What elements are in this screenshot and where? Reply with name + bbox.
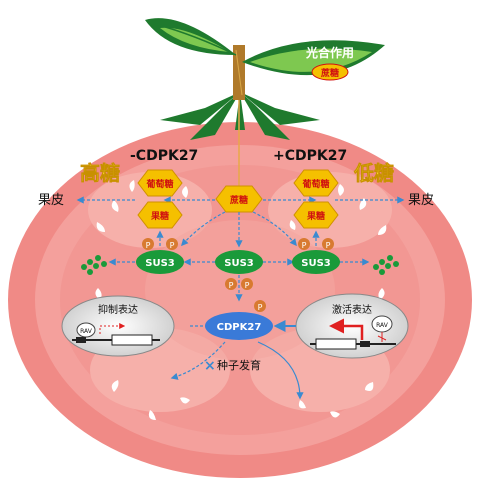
seed-development-label: 种子发育 [217, 358, 261, 372]
svg-text:P: P [302, 241, 307, 250]
photosynthesis-label: 光合作用 [305, 45, 354, 60]
minus-cdpk-label: -CDPK27 [130, 148, 198, 164]
high-sugar-label: 高糖 [80, 161, 120, 185]
svg-text:RAV: RAV [80, 328, 93, 335]
svg-text:SUS3: SUS3 [224, 258, 254, 269]
svg-text:P: P [146, 241, 151, 250]
svg-text:葡萄糖: 葡萄糖 [301, 178, 329, 190]
plus-cdpk-label: +CDPK27 [273, 148, 347, 164]
seed [129, 180, 135, 192]
svg-text:激活表达: 激活表达 [332, 303, 372, 316]
svg-text:SUS3: SUS3 [301, 258, 331, 269]
sus3-right: P P SUS3 [292, 238, 340, 274]
seeds [95, 180, 387, 420]
svg-text:果糖: 果糖 [306, 210, 325, 222]
sus3-left: P P SUS3 [136, 238, 184, 274]
seed [111, 200, 119, 212]
peel-left-label: 果皮 [38, 193, 64, 208]
seed [289, 220, 296, 230]
seed [365, 382, 374, 391]
glucose-left: 葡萄糖 [137, 169, 183, 197]
sucrose-leaf-badge: 蔗糖 [311, 63, 349, 81]
calyx [160, 45, 320, 140]
cdpk27: P CDPK27 [205, 300, 273, 340]
svg-text:抑制表达: 抑制表达 [98, 303, 138, 316]
leaf-left [145, 18, 237, 56]
svg-text:RAV: RAV [376, 322, 389, 329]
svg-text:P: P [229, 281, 234, 290]
seed-arrows [170, 341, 304, 400]
glucose-right: 葡萄糖 [293, 169, 339, 197]
svg-text:P: P [170, 241, 175, 250]
svg-text:果糖: 果糖 [150, 210, 169, 222]
x-mark: × [204, 358, 216, 374]
svg-text:P: P [245, 281, 250, 290]
seed [111, 380, 119, 392]
flow-arrows [108, 211, 370, 330]
dots-left [81, 255, 107, 275]
svg-text:葡萄糖: 葡萄糖 [145, 178, 173, 190]
svg-text:P: P [326, 241, 331, 250]
seed [298, 400, 306, 409]
fructose-left: 果糖 [137, 201, 183, 229]
svg-text:SUS3: SUS3 [145, 258, 175, 269]
sus3-center: SUS3 P P [215, 250, 263, 290]
seed [96, 222, 105, 232]
sucrose-leaf-label: 蔗糖 [320, 67, 339, 79]
seed [148, 410, 156, 420]
seed [330, 411, 340, 418]
low-sugar-label: 低糖 [353, 161, 394, 185]
seed [378, 288, 385, 300]
fructose-right: 果糖 [293, 201, 339, 229]
seed [338, 184, 344, 196]
dots-right [373, 255, 399, 275]
svg-text:蔗糖: 蔗糖 [229, 194, 248, 206]
seed [182, 186, 188, 198]
seed [359, 198, 367, 210]
peel-right-label: 果皮 [408, 193, 434, 208]
repression-panel: 抑制表达 RAV [61, 295, 175, 357]
seed [378, 225, 387, 235]
activation-panel: 激活表达 RAV [295, 293, 409, 359]
seed [180, 397, 190, 404]
svg-text:CDPK27: CDPK27 [217, 322, 262, 333]
svg-text:P: P [258, 303, 263, 312]
sucrose-center: 蔗糖 [215, 185, 263, 213]
